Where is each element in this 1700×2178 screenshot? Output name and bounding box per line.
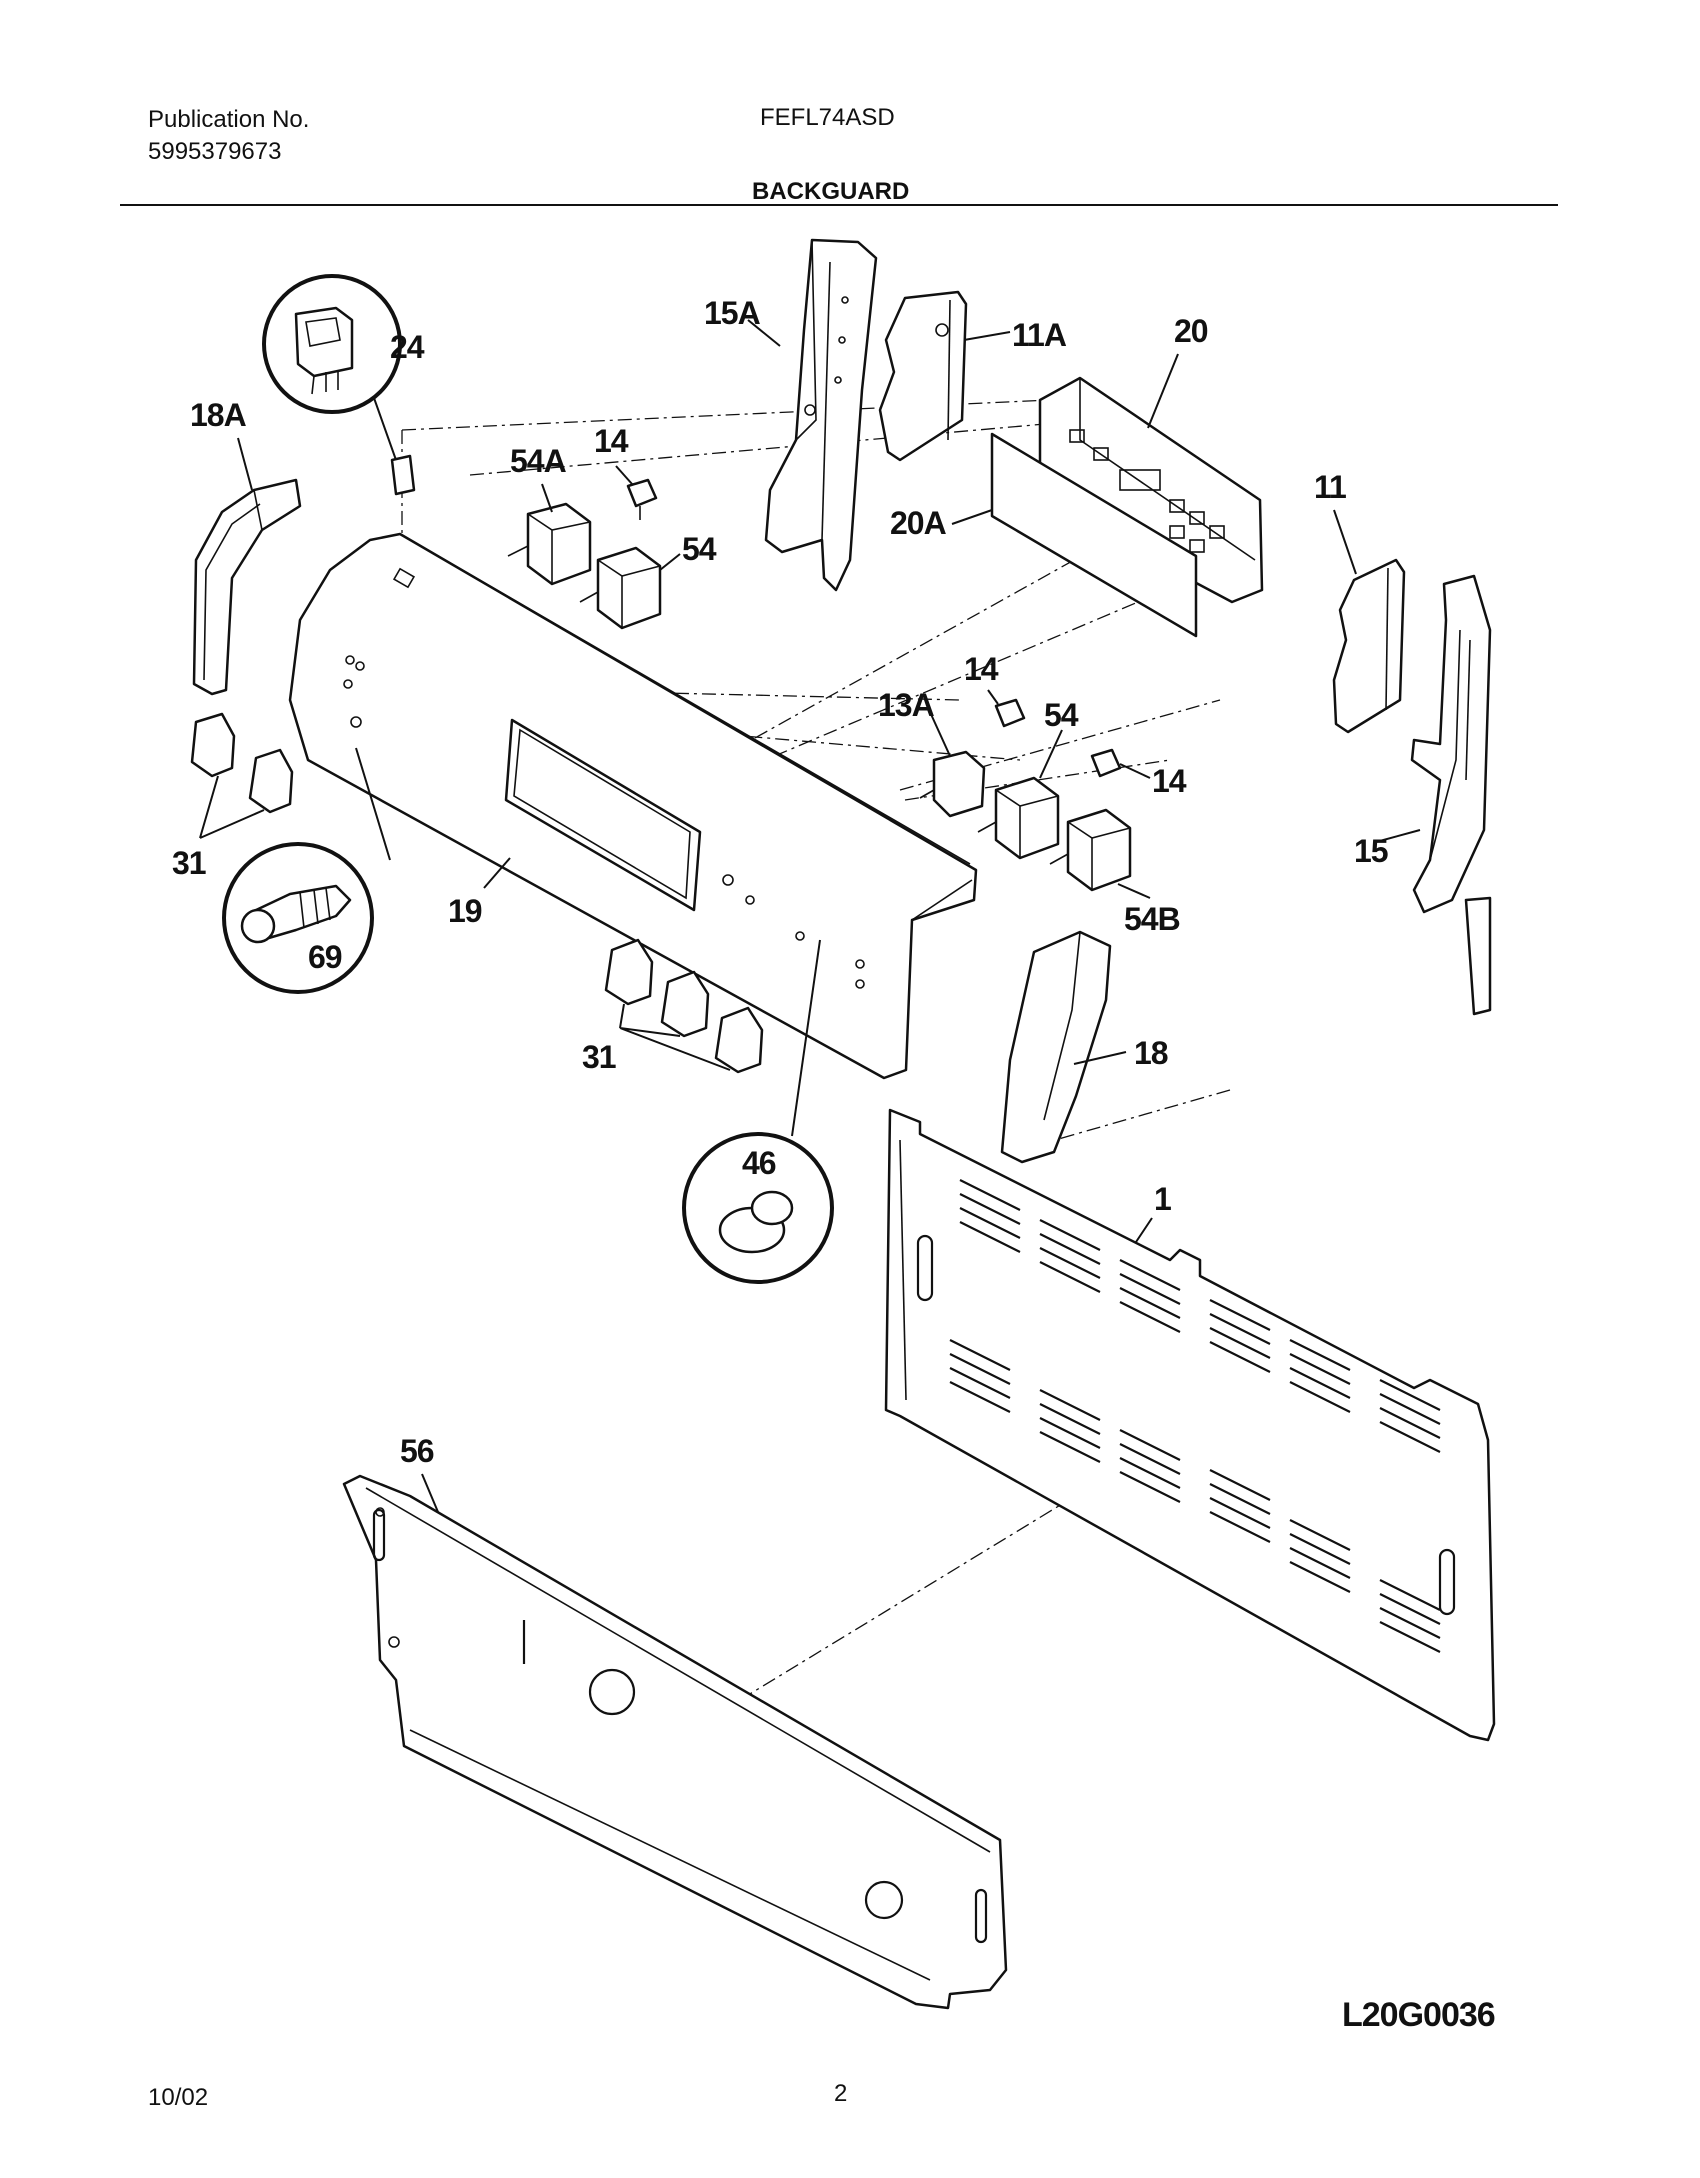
drawing-code: L20G0036 — [1342, 1996, 1496, 2034]
part-labels: 24 18A 54A 14 54 15A 11A 20 20A 11 14 13… — [172, 295, 1389, 1469]
label-15a: 15A — [704, 295, 761, 331]
label-54-upper: 54 — [682, 531, 717, 567]
part-54-infinite-switch-lower — [977, 776, 1060, 860]
label-11a: 11A — [1012, 317, 1067, 353]
label-15: 15 — [1354, 833, 1388, 869]
vent-slots — [949, 1179, 1441, 1653]
part-54a-infinite-switch — [507, 502, 592, 586]
leader-lines — [199, 319, 1421, 1513]
label-14-upper: 14 — [594, 423, 629, 459]
label-54-lower: 54 — [1044, 697, 1079, 733]
part-54b-infinite-switch — [1049, 808, 1132, 892]
label-20: 20 — [1174, 313, 1208, 349]
section-title: BACKGUARD — [752, 178, 910, 205]
part-14-indicator-light-middle — [994, 698, 1026, 728]
model-number: FEFL74ASD — [760, 104, 895, 131]
label-54a: 54A — [510, 443, 567, 479]
header-rule — [120, 204, 1558, 206]
label-69: 69 — [308, 939, 342, 975]
part-24-rocker-switch — [262, 274, 416, 496]
part-46-knob-insert — [682, 939, 834, 1284]
part-20a-overlay — [990, 432, 1198, 638]
publication-label: Publication No. — [148, 106, 310, 133]
label-1: 1 — [1154, 1181, 1171, 1217]
label-11: 11 — [1314, 469, 1346, 505]
footer-date: 10/02 — [148, 2084, 209, 2111]
label-18: 18 — [1134, 1035, 1168, 1071]
part-69-screw — [222, 747, 391, 994]
part-18a-end-cap — [192, 478, 302, 696]
label-31-left: 31 — [172, 845, 206, 881]
part-31-knobs-left — [190, 712, 294, 814]
page-number: 2 — [834, 2080, 848, 2107]
label-14-middle: 14 — [964, 651, 999, 687]
part-13a-switch — [919, 750, 986, 818]
part-14-indicator-light-upper — [626, 478, 658, 520]
label-24: 24 — [390, 329, 425, 365]
part-56-lower-panel — [342, 1474, 1008, 2010]
part-19-backguard-panel — [288, 532, 978, 1080]
label-13a: 13A — [878, 687, 935, 723]
label-31-lower: 31 — [582, 1039, 616, 1075]
part-54-infinite-switch-upper — [579, 546, 662, 630]
part-1-rear-vent-panel — [884, 1108, 1496, 1742]
part-15a-bracket — [764, 238, 878, 592]
label-14-right: 14 — [1152, 763, 1187, 799]
label-56: 56 — [400, 1433, 434, 1469]
part-31-knobs-lower — [604, 938, 764, 1074]
label-20a: 20A — [890, 505, 947, 541]
label-19: 19 — [448, 893, 482, 929]
part-11a-shield — [878, 290, 968, 462]
label-46: 46 — [742, 1145, 776, 1181]
part-14-indicator-light-right — [1090, 748, 1122, 778]
publication-number: 5995379673 — [148, 138, 282, 165]
assembly-guide-lines — [401, 399, 1231, 1701]
part-11-shield — [1332, 558, 1406, 734]
label-18a: 18A — [190, 397, 247, 433]
part-18-end-cap — [1000, 930, 1112, 1164]
part-15-bracket — [1410, 574, 1492, 1016]
label-54b: 54B — [1124, 901, 1180, 937]
